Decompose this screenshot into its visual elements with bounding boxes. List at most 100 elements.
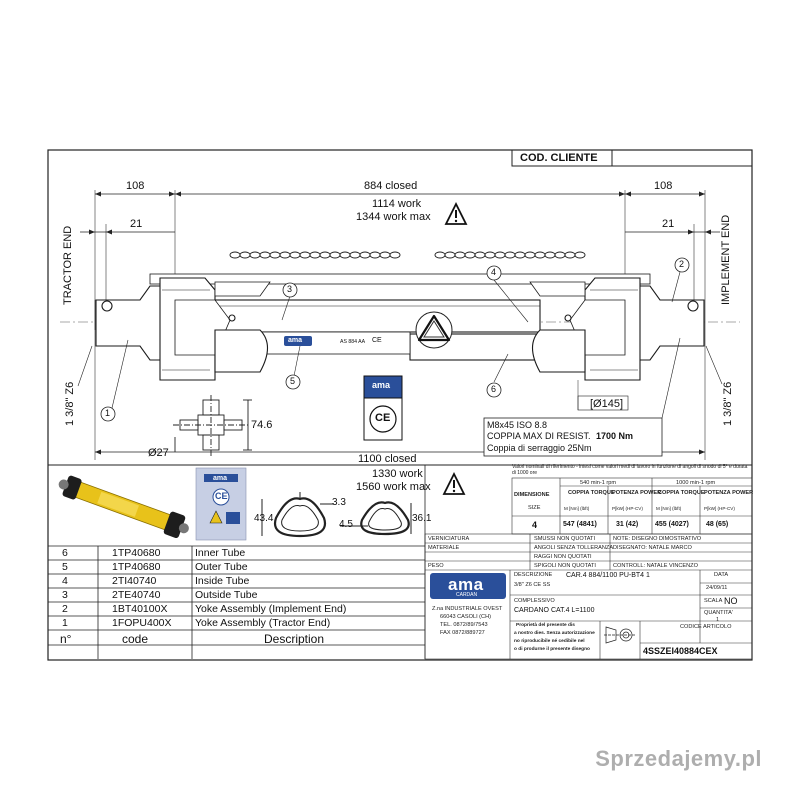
header-description: Description [264,632,325,646]
projection-symbol-icon [604,626,636,644]
tb-descrizione-label: DESCRIZIONE [514,572,553,578]
parts-row: 3 2TE40740 Outside Tube [48,589,390,603]
tb-tel: TEL. 0872/89/7543 [440,622,488,628]
part-code: 2TE40740 [112,589,161,601]
dim-work-max-1344: 1344 work max [356,211,431,223]
dim-work-max-1560: 1560 work max [356,481,431,493]
tb-peso: PESO [428,563,444,569]
val-power-1000: 48 (65) [706,521,729,528]
part-n: 1 [62,617,68,629]
spline-left-label: 1 3/8" Z6 [64,381,76,426]
callout-circles [100,257,690,422]
company-logo-text: ama [448,575,484,594]
shaft-marking [284,336,312,346]
tb-smussi: SMUSSI NON QUOTATI [534,536,596,542]
dim-43-4: 43.4 [254,513,274,524]
parts-header: n° code Description [48,632,390,646]
shaft-ama-logo: ama [288,337,303,344]
spec-torque-value: 1700 Nm [596,431,634,441]
sub-unit-4: P[kW] (HP-CV) [704,506,735,511]
dimension-arrows [89,191,711,455]
warning-icon-bottom [442,471,466,495]
safety-chain-left [229,251,401,259]
sub-unit-3: M [Nm] (lbft) [656,506,682,511]
header-n: n° [60,632,72,646]
part-code: 1TP40680 [112,547,161,559]
extension-lines [94,190,706,460]
tb-descrizione-value: CAR.4 884/1100 PU-BT4 1 [566,572,650,579]
dim-36-1: 36.1 [412,513,432,524]
dim-closed-1100: 1100 closed [358,453,417,465]
outer-frame [47,149,753,661]
tube-sections [261,492,412,538]
hdr-dimensione: DIMENSIONE [514,492,550,498]
parts-row: 1 1FOPU400X Yoke Assembly (Tractor End) [48,617,390,631]
sticker-ama-logo: ama [372,380,391,390]
tb-raggi: RAGGI NON QUOTATI [534,554,592,560]
label-card-logo: ama [213,475,228,482]
sub-size: SIZE [528,505,541,511]
dim-4-5: 4.5 [339,519,353,530]
tb-quantita-label: QUANTITA' [704,610,733,616]
dim-dia-27: Ø27 [148,447,169,459]
tb-quantita-value: 1 [716,617,720,623]
hdr-torque-540: COPPIA TORQUE [568,490,615,496]
tube-profile-center [415,311,453,349]
ratings-table-grid [511,477,753,535]
part-description: Outside Tube [195,589,258,601]
part-code: 1TP40680 [112,561,161,573]
dim-work-1114: 1114 work [372,198,422,210]
parts-row: 4 2TI40740 Inside Tube [48,575,390,589]
spec-bolt: M8x45 ISO 8.8 [487,420,548,430]
val-size: 4 [532,520,538,530]
tb-materiale: MATERIALE [428,545,460,551]
header-code: code [122,632,149,646]
parts-row: 5 1TP40680 Outer Tube [48,561,390,575]
company-logo-sub: CARDAN [456,592,478,598]
ratings-note: Valori nominali di riferimento - intesi … [512,464,748,476]
part-n: 6 [62,547,68,559]
safety-chain-right [434,251,586,259]
part-n: 5 [62,561,68,573]
tb-spigoli: SPIGOLI NON QUOTATI [534,563,596,569]
callout-6: 6 [491,384,497,394]
dim-right-21: 21 [662,218,675,230]
title-block-grid [424,533,753,660]
label-card-ce: CE [215,491,228,501]
part-description: Yoke Assembly (Tractor End) [195,617,331,629]
parts-row: 2 1BT40100X Yoke Assembly (Implement End… [48,603,390,617]
callout-4: 4 [491,267,497,277]
val-torque-540: 547 (4841) [563,521,597,528]
sub-unit-1: M [Nm] (lbft) [564,506,590,511]
tractor-end-label: TRACTOR END [62,225,74,305]
cross-pin-detail [173,395,252,458]
callout-1: 1 [105,408,111,418]
shaft-ce: CE [372,337,382,344]
tb-scala-value: NO [724,596,738,606]
dim-work-1330: 1330 work [372,468,423,480]
callout-2: 2 [679,259,685,269]
sub-unit-2: P[kW] (HP-CV) [612,506,643,511]
part-n: 2 [62,603,68,615]
part-description: Yoke Assembly (Implement End) [195,603,347,615]
watermark: Sprzedajemy.pl [595,746,762,771]
tb-data-label: DATA [714,572,729,578]
shaft-assembly [95,273,705,381]
dim-left-21: 21 [130,218,143,230]
part-n: 3 [62,589,68,601]
tb-descrizione-value2: 3/8" Z6 CE SS [514,582,551,588]
sticker-ce-mark: CE [375,412,391,424]
part-description: Outer Tube [195,561,248,573]
tb-property1: Proprietà del presente dis [516,623,575,628]
tb-data-value: 24/09/11 [706,585,728,591]
tb-complessivo-label: COMPLESSIVO [514,598,555,604]
tb-fax: FAX 0872/889727 [440,630,485,636]
dim-right-108: 108 [654,180,673,192]
shaft-code: AS 884 AA [340,339,366,345]
dim-closed-884: 884 closed [364,180,418,192]
cod-cliente-label: COD. CLIENTE [520,152,598,164]
callout-5: 5 [290,376,296,386]
label-card [195,467,247,541]
